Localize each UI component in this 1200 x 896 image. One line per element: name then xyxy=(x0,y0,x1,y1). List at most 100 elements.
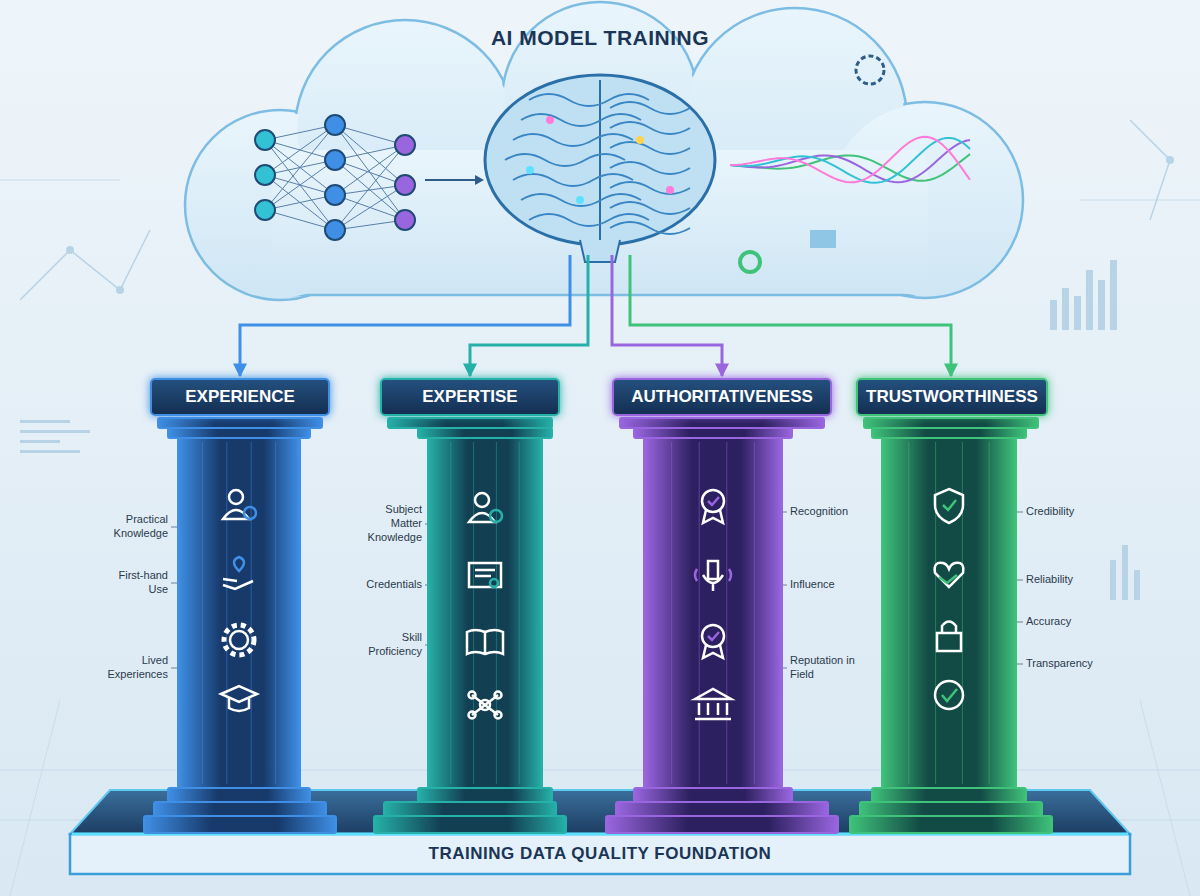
column-capital xyxy=(168,428,310,438)
icon-doc xyxy=(469,563,501,587)
gear-teeth xyxy=(224,625,254,655)
shield-check xyxy=(943,500,956,510)
bar-chart xyxy=(1050,260,1140,600)
sound-waves xyxy=(695,569,731,581)
icon-hand xyxy=(223,557,253,589)
flute xyxy=(519,442,520,784)
network-neuron xyxy=(395,135,415,155)
head xyxy=(475,493,489,507)
badge-dot xyxy=(244,507,256,519)
grid-line xyxy=(1140,700,1190,896)
icon-mic xyxy=(695,561,731,591)
bar xyxy=(1062,288,1069,330)
brain-fold xyxy=(610,162,690,174)
lock-shackle xyxy=(942,622,956,634)
flute xyxy=(699,442,700,784)
flute xyxy=(226,442,227,784)
pillar-attribute: Practical Knowledge xyxy=(96,513,168,541)
pillar-column xyxy=(612,378,832,835)
column-flutes xyxy=(451,442,519,784)
badge-dot xyxy=(490,510,502,522)
flute xyxy=(671,442,672,784)
cloud-box: AI MODEL TRAINING xyxy=(170,0,1030,305)
bar xyxy=(1074,296,1081,330)
pillar-attribute: Subject Matter Knowledge xyxy=(358,503,422,544)
brain-outline xyxy=(485,75,715,245)
grid-line xyxy=(10,700,60,896)
code-line xyxy=(20,430,90,433)
leader-ticks xyxy=(1017,512,1023,664)
heart xyxy=(935,563,964,587)
signal-stem xyxy=(629,255,632,305)
pillar-column xyxy=(150,378,330,835)
leader-tick xyxy=(425,524,427,525)
medal xyxy=(702,490,724,512)
column-plinth xyxy=(144,816,336,833)
bar xyxy=(1110,560,1116,600)
flute xyxy=(726,442,727,784)
hand xyxy=(223,579,253,589)
pillar-attribute: Reputation in Field xyxy=(790,654,862,682)
shield xyxy=(935,489,963,523)
icon-person xyxy=(469,493,502,522)
network-neuron xyxy=(325,185,345,205)
leader-tick xyxy=(425,645,427,646)
connector-arrow xyxy=(470,305,588,376)
leader-tick xyxy=(783,585,787,586)
pillar-attribute: Skill Proficiency xyxy=(358,631,422,659)
handshake xyxy=(939,575,957,583)
icon-gear xyxy=(224,625,254,655)
column-capital xyxy=(634,428,792,438)
brain-fold xyxy=(610,142,690,154)
column-shaft xyxy=(428,438,542,788)
check-mark xyxy=(942,689,957,701)
flute xyxy=(496,442,497,784)
column-plinth xyxy=(606,816,838,833)
brain-fold xyxy=(610,222,690,234)
leader-ticks xyxy=(171,527,177,668)
spoke xyxy=(485,695,498,705)
column-plinth xyxy=(374,816,566,833)
pillar-box: TRUSTWORTHINESSCredibilityReliabilityAcc… xyxy=(856,378,1046,835)
brain-spark xyxy=(526,166,534,174)
brain-spark xyxy=(666,186,674,194)
pillar-attribute: Credentials xyxy=(358,578,422,592)
pillar-attribute: Transparency xyxy=(1026,657,1110,671)
certificate xyxy=(469,563,501,587)
head xyxy=(229,490,243,504)
brain-fold xyxy=(513,174,633,186)
platform-front xyxy=(70,834,1130,874)
column-base xyxy=(634,788,792,802)
signal-stem xyxy=(611,255,614,305)
icon-person xyxy=(223,490,256,519)
chip-icon xyxy=(810,230,836,248)
flute xyxy=(989,442,990,784)
column-shaft xyxy=(882,438,1016,788)
diagram-title: AI MODEL TRAINING xyxy=(170,26,1030,50)
deco-line xyxy=(20,230,150,300)
icon-heart xyxy=(935,563,964,587)
platform-top xyxy=(70,790,1130,834)
platform-glow xyxy=(72,833,1128,836)
pillar-column xyxy=(380,378,560,835)
icon-check xyxy=(935,681,963,709)
leader-tick xyxy=(1017,664,1023,665)
brain-fold xyxy=(610,202,690,214)
column-base xyxy=(860,802,1042,816)
icon-shield xyxy=(935,489,963,523)
book xyxy=(467,630,503,654)
grid-line xyxy=(1080,200,1200,201)
column-base xyxy=(168,788,310,802)
flute xyxy=(450,442,451,784)
pillar-header: EXPERIENCE xyxy=(150,378,330,416)
column-base xyxy=(872,788,1026,802)
connector-arrow xyxy=(630,305,951,376)
column xyxy=(606,418,838,833)
icon-net xyxy=(469,692,502,719)
network-neuron xyxy=(255,200,275,220)
leader-ticks xyxy=(425,524,427,645)
cap-top xyxy=(221,686,257,702)
leaf xyxy=(234,557,244,571)
mic-stand xyxy=(703,575,723,591)
